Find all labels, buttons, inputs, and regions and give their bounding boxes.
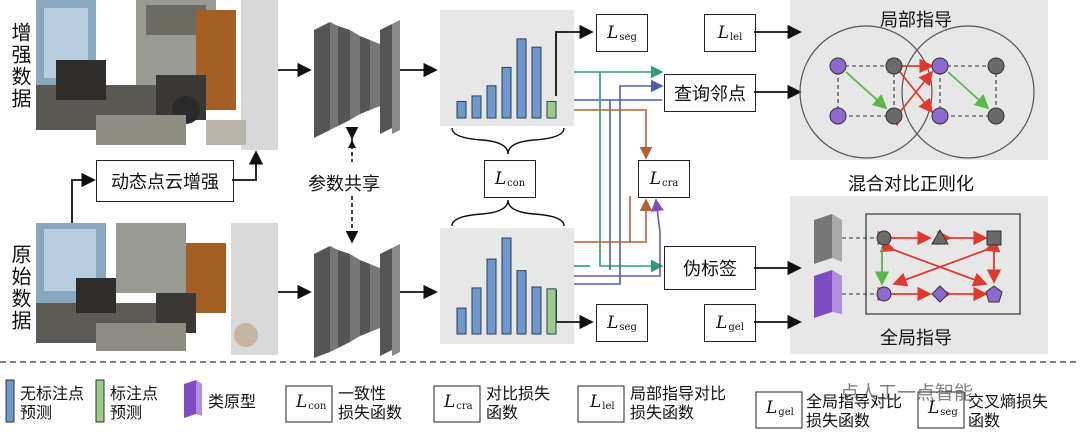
legend-lel-text: 局部指导对比 损失函数 <box>630 384 727 422</box>
augmented-point-cloud-image <box>36 0 278 150</box>
unlabeled-prediction-bar <box>501 66 512 119</box>
legend-seg-text: 交叉熵损失 函数 <box>968 392 1049 430</box>
bottom-network-layers <box>314 244 400 358</box>
query-neighbors-box: 查询邻点 <box>664 74 756 112</box>
pseudo-label-box: 伪标签 <box>664 246 756 290</box>
legend-unlabeled-text: 无标注点 预测 <box>20 384 85 422</box>
mixed-contrast-title: 混合对比正则化 <box>848 174 974 195</box>
query-neighbors-text: 查询邻点 <box>674 84 746 105</box>
unlabeled-prediction-bar <box>501 237 512 335</box>
dynamic-augmentation-text: 动态点云增强 <box>111 172 219 193</box>
legend-prototype-text: 类原型 <box>208 392 257 411</box>
pseudo-label-text: 伪标签 <box>683 259 737 280</box>
unlabeled-prediction-bar <box>516 38 527 119</box>
global-guidance-title: 全局指导 <box>880 328 952 349</box>
unlabeled-prediction-bar <box>456 307 467 335</box>
legend-con-text: 一致性 损失函数 <box>338 384 403 422</box>
original-data-label: 原始数据 <box>8 244 32 332</box>
global-guidance-graph <box>814 213 1021 318</box>
unlabeled-prediction-bar <box>486 258 497 335</box>
augmented-data-label: 增强数据 <box>8 22 32 110</box>
unlabeled-prediction-bar <box>471 287 482 335</box>
legend-swatches <box>5 379 965 429</box>
unlabeled-prediction-bar <box>456 100 467 119</box>
watermark: 点人工一点智能 <box>840 382 974 404</box>
local-guidance-title: 局部指导 <box>880 10 952 31</box>
original-point-cloud-image <box>36 223 278 355</box>
unlabeled-prediction-bar <box>471 95 482 119</box>
parameter-sharing-label: 参数共享 <box>308 174 380 195</box>
legend-cra-text: 对比损失 函数 <box>486 384 551 422</box>
legend-gel-text: 全局指导对比 损失函数 <box>806 392 903 430</box>
top-prediction-bars <box>456 38 557 119</box>
unlabeled-prediction-bar <box>516 270 527 335</box>
labeled-prediction-bar <box>546 100 557 119</box>
bottom-prediction-bars <box>456 237 557 335</box>
labeled-prediction-bar <box>546 288 557 335</box>
unlabeled-prediction-bar <box>531 46 542 119</box>
dynamic-augmentation-box: 动态点云增强 <box>96 160 234 202</box>
top-network-layers <box>314 20 400 138</box>
unlabeled-prediction-bar <box>531 286 542 335</box>
legend-labeled-text: 标注点 预测 <box>110 384 159 422</box>
local-guidance-graph <box>799 25 1035 159</box>
unlabeled-prediction-bar <box>486 85 497 119</box>
